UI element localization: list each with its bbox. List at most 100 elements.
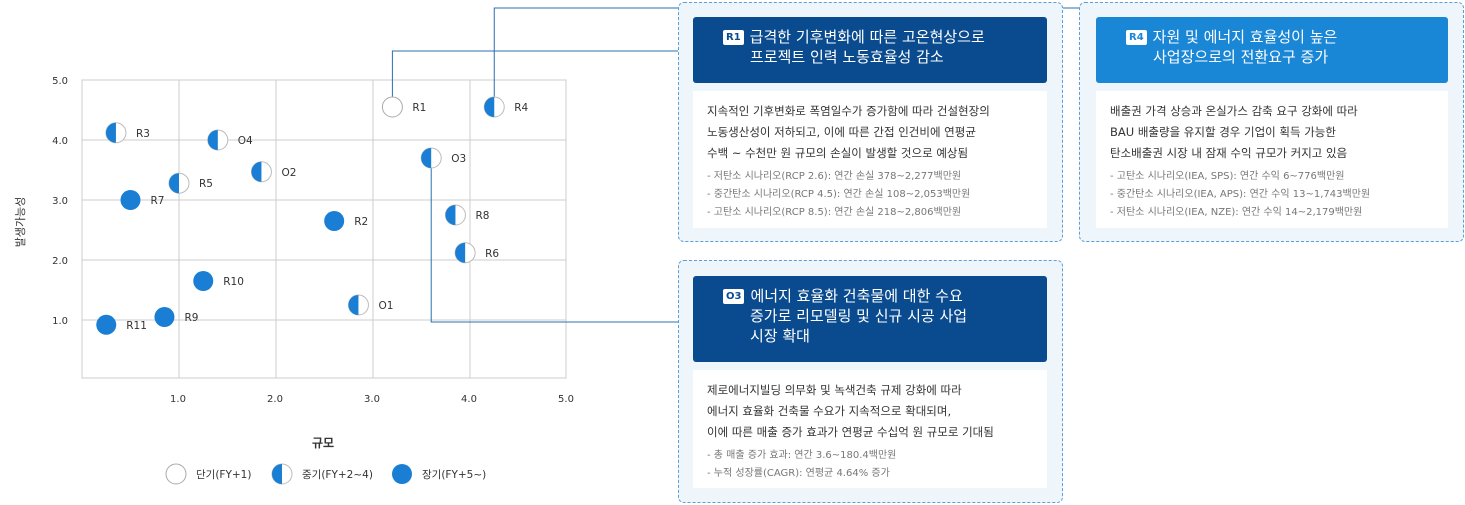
point-label: R2 <box>354 216 368 228</box>
card-r1-bullet-1: - 저탄소 시나리오(RCP 2.6): 연간 손실 378~2,277백만원 <box>707 171 962 182</box>
x-tick-label: 4.0 <box>461 394 477 405</box>
marker-half <box>455 242 466 263</box>
card-r4-title-2: 사업장으로의 전환요구 증가 <box>1153 48 1329 66</box>
card-o3-title-3: 시장 확대 <box>750 327 810 345</box>
card-r4-bullet-1: - 고탄소 시나리오(IEA, SPS): 연간 수익 6~776백만원 <box>1110 171 1345 182</box>
y-tick-label: 1.0 <box>52 316 68 327</box>
point-label: R7 <box>151 195 165 207</box>
marker-half <box>105 122 116 143</box>
point-label: O3 <box>451 153 466 165</box>
point-r8 <box>444 204 466 226</box>
marker-half <box>272 464 282 484</box>
point-label: R1 <box>412 102 426 114</box>
marker-fill <box>96 314 117 335</box>
card-o3-desc-2: 에너지 효율화 건축물 수요가 지속적으로 확대되며, <box>707 404 952 418</box>
card-r4-bullet-3: - 저탄소 시나리오(IEA, NZE): 연간 수익 14~2,179백만원 <box>1110 207 1363 218</box>
x-axis-label: 규모 <box>312 436 334 450</box>
card-r4-desc-3: 탄소배출권 시장 내 잠재 수익 규모가 커지고 있음 <box>1110 146 1348 160</box>
x-tick-label: 2.0 <box>267 394 283 405</box>
marker-fill <box>193 271 214 291</box>
y-axis-label: 발생가능성 <box>14 197 27 248</box>
x-tick-label: 3.0 <box>364 394 380 405</box>
marker-half <box>169 173 179 194</box>
card-r1-title-1: 급격한 기후변화에 따른 고온현상으로 <box>749 28 985 46</box>
point-r3 <box>105 122 127 144</box>
card-r1-desc-1: 지속적인 기후변화로 폭염일수가 증가함에 따라 건설현장의 <box>707 104 990 118</box>
marker-half <box>484 97 495 117</box>
point-r9 <box>154 307 175 327</box>
point-label: R8 <box>475 210 489 222</box>
axis-ticks: 1.0 2.0 3.0 4.0 5.0 1.0 2.0 3.0 4.0 5.0 <box>52 76 574 405</box>
point-o3 <box>420 147 442 169</box>
point-r1 <box>381 96 403 118</box>
point-r7 <box>120 190 141 210</box>
connector-o3 <box>430 158 693 323</box>
card-r4-bullet-2: - 중간탄소 시나리오(IEA, APS): 연간 수익 13~1,743백만원 <box>1110 189 1371 200</box>
plot-frame <box>81 79 567 379</box>
card-r1-header: R1 급격한 기후변화에 따른 고온현상으로 프로젝트 인력 노동효율성 감소 <box>693 17 1047 83</box>
card-o3-badge: O3 <box>723 289 745 304</box>
card-o3-title-1: 에너지 효율화 건축물에 대한 수요 <box>750 287 963 305</box>
card-r1-bullet-2: - 중간탄소 시나리오(RCP 4.5): 연간 손실 108~2,053백만원 <box>707 189 971 200</box>
point-o2 <box>250 161 272 183</box>
point-r11 <box>96 314 117 335</box>
marker-half <box>251 161 262 182</box>
card-o3-bullet-1: - 총 매출 증가 효과: 연간 3.6~180.4백만원 <box>707 450 897 461</box>
card-o3-bullet-2: - 누적 성장률(CAGR): 연평균 4.64% 증가 <box>707 468 890 479</box>
marker-fill <box>324 211 345 231</box>
point-label: R10 <box>223 276 244 288</box>
x-tick-label: 5.0 <box>558 394 574 405</box>
point-r2 <box>324 211 345 231</box>
card-o3-desc-3: 이에 따른 매출 증가 효과가 연평균 수십억 원 규모로 기대됨 <box>707 425 994 439</box>
legend-label: 단기(FY+1) <box>196 469 251 481</box>
point-label: R3 <box>136 128 150 140</box>
card-r1-bullet-3: - 고탄소 시나리오(RCP 8.5): 연간 손실 218~2,806백만원 <box>707 207 962 218</box>
y-tick-label: 5.0 <box>52 76 68 87</box>
y-tick-label: 2.0 <box>52 256 68 267</box>
marker-half <box>348 295 359 315</box>
point-o4 <box>207 129 229 151</box>
marker-half <box>421 148 432 168</box>
point-o1 <box>347 294 369 316</box>
point-label: R6 <box>485 248 499 260</box>
point-label: O4 <box>238 135 253 147</box>
chart-grid <box>81 79 567 379</box>
legend-marker <box>165 463 187 485</box>
marker-fill <box>154 307 175 327</box>
marker-half <box>207 130 218 150</box>
point-r5 <box>168 172 190 194</box>
chart-legend: 단기(FY+1)중기(FY+2~4)장기(FY+5~) <box>165 463 486 485</box>
marker-half <box>445 205 456 225</box>
card-r1-desc-3: 수백 ~ 수천만 원 규모의 손실이 발생할 것으로 예상됨 <box>707 146 969 160</box>
point-r6 <box>454 242 476 264</box>
legend-marker <box>392 464 412 484</box>
point-label: R9 <box>184 312 198 324</box>
point-label: R11 <box>126 320 147 332</box>
card-r1: R1 급격한 기후변화에 따른 고온현상으로 프로젝트 인력 노동효율성 감소 지… <box>678 2 1063 242</box>
point-label: R4 <box>514 102 528 114</box>
marker-fill <box>392 464 412 484</box>
point-label: R5 <box>199 178 213 190</box>
card-r4-title-1: 자원 및 에너지 효율성이 높은 <box>1152 28 1338 46</box>
card-r4-desc-2: BAU 배출량을 유지할 경우 기업이 획득 가능한 <box>1110 125 1336 139</box>
card-o3-title-2: 증가로 리모델링 및 신규 시공 사업 <box>750 307 968 325</box>
x-tick-label: 1.0 <box>170 394 186 405</box>
card-r1-title-2: 프로젝트 인력 노동효율성 감소 <box>750 48 944 66</box>
card-o3-desc-1: 제로에너지빌딩 의무화 및 녹색건축 규제 강화에 따라 <box>707 383 962 397</box>
point-r4 <box>483 96 505 118</box>
legend-marker <box>271 463 293 485</box>
card-r1-badge: R1 <box>723 30 744 45</box>
marker-empty <box>165 463 187 485</box>
card-r1-desc-2: 노동생산성이 저하되고, 이에 따른 간접 인건비에 연평균 <box>707 125 976 139</box>
point-r10 <box>193 271 214 291</box>
y-tick-label: 3.0 <box>52 196 68 207</box>
card-o3-header: O3 에너지 효율화 건축물에 대한 수요 증가로 리모델링 및 신규 시공 사업… <box>693 276 1047 362</box>
y-tick-label: 4.0 <box>52 136 68 147</box>
legend-label: 중기(FY+2~4) <box>302 469 373 481</box>
marker-fill <box>120 190 141 210</box>
marker-empty <box>381 96 403 118</box>
